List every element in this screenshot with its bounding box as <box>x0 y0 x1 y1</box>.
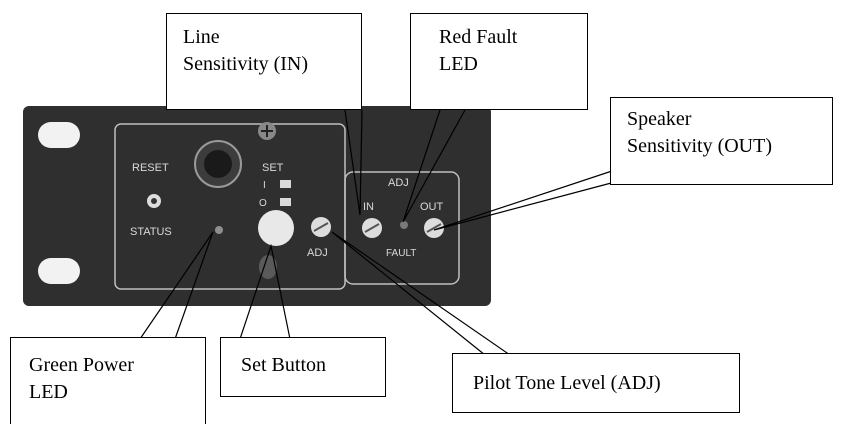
adj-section-label: ADJ <box>388 177 409 189</box>
callout-red-fault: Red Fault LED <box>410 13 588 110</box>
callout-red-fault-line2: LED <box>439 53 478 75</box>
set-i-label: I <box>263 180 266 191</box>
leader-speaker-sensitivity <box>433 169 616 231</box>
callout-leaders <box>139 109 616 356</box>
callout-pilot-tone: Pilot Tone Level (ADJ) <box>452 353 740 413</box>
mount-slot-bottom <box>38 258 80 284</box>
callout-pilot-tone-line1: Pilot Tone Level (ADJ) <box>473 372 661 394</box>
callout-green-power: Green Power LED <box>10 337 206 424</box>
set-label: SET <box>262 162 284 174</box>
callout-set-button: Set Button <box>220 337 386 397</box>
fault-label: FAULT <box>386 248 416 259</box>
leader-pilot-tone <box>331 231 511 356</box>
set-button <box>258 210 294 246</box>
set-o-label: O <box>259 198 267 209</box>
leader-line-sensitivity <box>344 109 363 216</box>
adj-pot-slot <box>313 222 329 232</box>
callout-green-power-line2: LED <box>29 381 68 403</box>
leader-red-fault <box>402 109 466 223</box>
set-indicator-top <box>280 180 291 188</box>
callout-line-sensitivity-line1: Line <box>183 26 220 48</box>
mount-slot-top <box>38 122 80 148</box>
callout-red-fault-line1: Red Fault <box>439 26 518 48</box>
callout-line-sensitivity: Line Sensitivity (IN) <box>166 13 362 110</box>
callout-speaker-sensitivity-line2: Sensitivity (OUT) <box>627 135 772 157</box>
in-pot-slot <box>364 223 380 233</box>
adj-section-outline <box>344 171 460 285</box>
status-screw-center <box>151 198 157 204</box>
callout-line-sensitivity-line2: Sensitivity (IN) <box>183 53 308 75</box>
set-indicator-bottom <box>280 198 291 206</box>
out-pot-slot <box>426 223 442 233</box>
callout-speaker-sensitivity-line1: Speaker <box>627 108 692 130</box>
panel-face <box>23 106 491 306</box>
reset-button <box>204 150 232 178</box>
status-label: STATUS <box>130 226 172 238</box>
adj-label: ADJ <box>307 247 328 259</box>
out-label: OUT <box>420 201 444 213</box>
red-fault-led <box>400 221 408 229</box>
screw-cross-icon <box>261 125 273 137</box>
callout-speaker-sensitivity: Speaker Sensitivity (OUT) <box>610 97 833 185</box>
leader-set-button <box>239 243 291 340</box>
leader-green-power <box>139 231 214 340</box>
set-button-lower-part <box>259 255 277 279</box>
in-label: IN <box>363 201 374 213</box>
reset-label: RESET <box>132 162 169 174</box>
callout-green-power-line1: Green Power <box>29 354 134 376</box>
callout-set-button-line1: Set Button <box>241 354 327 376</box>
green-power-led <box>215 226 223 234</box>
